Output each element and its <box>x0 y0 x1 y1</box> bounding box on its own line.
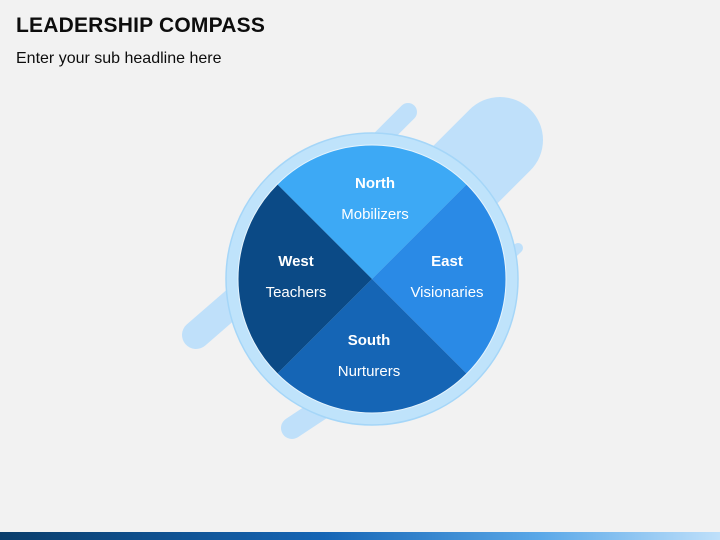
slide-title: LEADERSHIP COMPASS <box>16 14 266 37</box>
south-direction-label: South <box>348 332 391 349</box>
north-role-label: Mobilizers <box>341 206 409 223</box>
footer-accent-bar <box>0 532 720 540</box>
north-direction-label: North <box>355 175 395 192</box>
slide-subtitle: Enter your sub headline here <box>16 50 222 67</box>
east-role-label: Visionaries <box>410 284 483 301</box>
west-direction-label: West <box>278 253 314 270</box>
compass-outer-ring-border <box>225 132 519 426</box>
south-role-label: Nurturers <box>338 363 401 380</box>
east-direction-label: East <box>431 253 463 270</box>
west-role-label: Teachers <box>266 284 327 301</box>
compass-inner-rim <box>237 144 507 414</box>
